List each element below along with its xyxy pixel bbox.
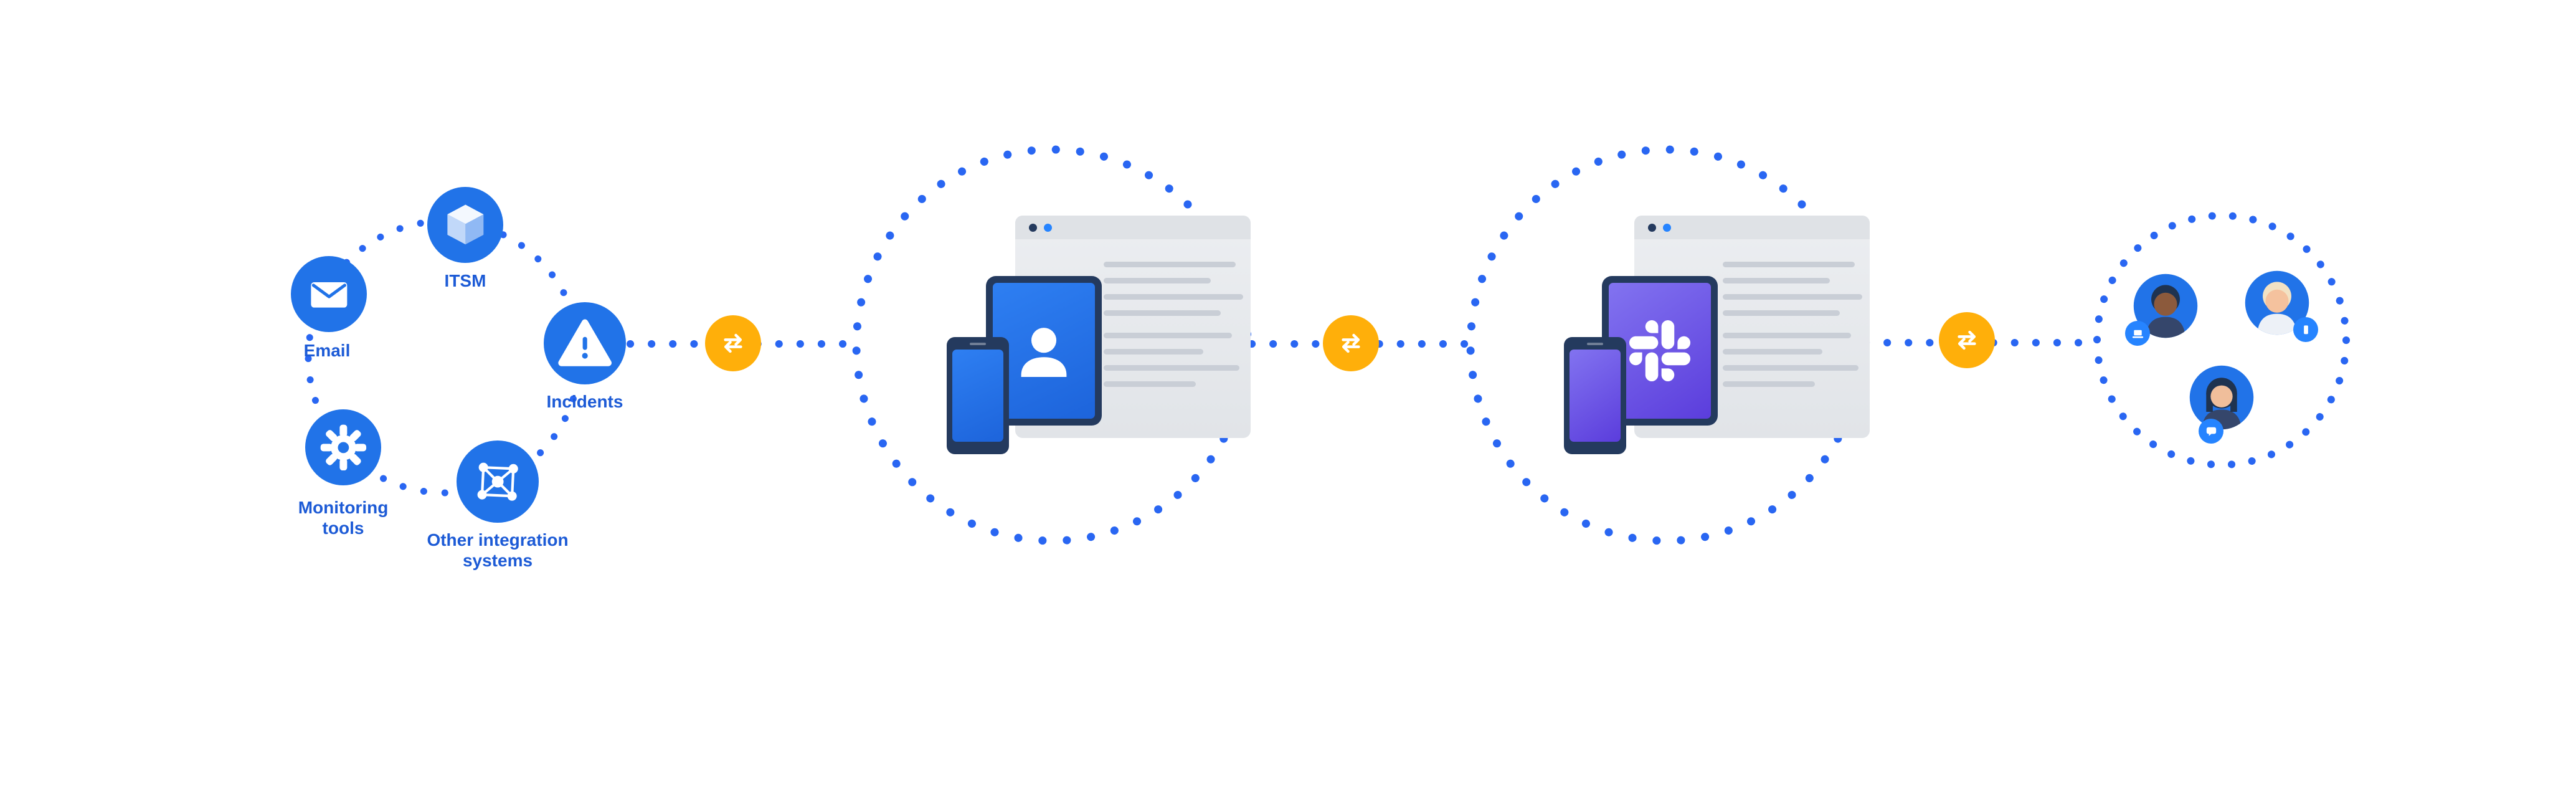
member-device-badge [2199,419,2223,444]
phone-device-2 [1564,337,1626,454]
text-line [1723,381,1815,387]
source-node-email [291,256,367,332]
window-content-lines [1104,262,1243,397]
text-line [1723,294,1862,300]
slack-icon [1629,320,1690,381]
sync-arrows-icon [724,333,742,353]
sync-arrows-icon [1958,330,1976,350]
window-dot [1663,223,1671,232]
cube-icon [447,204,483,244]
sync-connector-1 [705,315,761,371]
text-line [1723,262,1855,267]
source-node-incidents [544,302,626,384]
sync-connector-3 [1939,312,1995,368]
source-label-itsm: ITSM [444,271,486,290]
sync-arrows-icon [1342,333,1360,353]
text-line [1104,262,1236,267]
text-line [1104,294,1243,300]
tablet-screen-alert-app [993,283,1095,419]
sync-connector-2 [1323,315,1379,371]
source-node-other-integration [457,440,539,523]
text-line [1104,278,1211,283]
text-line [1723,349,1822,355]
phone-screen [1570,350,1621,442]
network-icon [477,462,518,501]
envelope-icon [311,282,347,308]
chat-icon [2206,427,2216,436]
mobile-icon [2303,325,2308,334]
laptop-icon [2132,330,2143,338]
team-member-avatar-2 [2245,270,2309,335]
source-node-itsm [427,187,503,263]
source-label-monitoring-tools: Monitoring tools [298,498,389,538]
stage-3-dotted-circle [2093,212,2350,469]
window-content-lines [1723,262,1862,397]
window-dot [1029,223,1037,232]
text-line [1104,310,1221,316]
text-line [1723,310,1840,316]
text-line [1104,349,1203,355]
text-line [1104,381,1196,387]
team-member-avatar-1 [2133,274,2198,338]
text-line [1723,365,1859,371]
member-device-badge [2293,317,2318,342]
alert-triangle-icon [558,319,612,366]
text-line [1723,278,1830,283]
text-line [1723,333,1851,338]
phone-screen [952,350,1003,442]
text-line [1104,333,1232,338]
phone-speaker [970,343,986,345]
member-device-badge [2125,321,2150,346]
source-node-monitoring-tools [305,409,381,485]
person-icon [1021,328,1067,377]
browser-titlebar [1634,216,1870,239]
text-line [1104,365,1239,371]
gear-icon [320,424,366,470]
team-member-avatar-3 [2189,365,2254,430]
phone-speaker [1587,343,1603,345]
source-label-email: Email [303,341,351,360]
window-dot [1648,223,1656,232]
browser-titlebar [1015,216,1251,239]
source-label-incidents: Incidents [546,392,623,411]
window-dot [1044,223,1052,232]
source-label-other-integration: Other integration systems [427,530,569,571]
phone-device-1 [947,337,1009,454]
